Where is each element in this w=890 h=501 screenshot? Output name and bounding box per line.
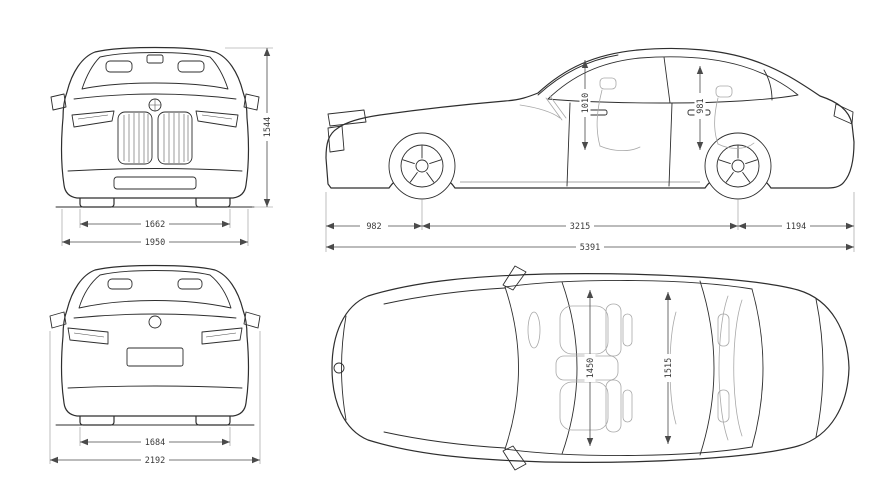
side-front-wheel-spokes <box>402 145 442 183</box>
rear-seat-headrest <box>715 85 733 98</box>
dim-front-headroom-label: 1010 <box>581 93 591 113</box>
rear-left-taillight-detail <box>73 332 105 338</box>
front-right-headrest <box>177 60 205 73</box>
side-rear-wheel <box>704 132 772 200</box>
top-interior-ghost <box>527 295 743 441</box>
front-left-headrest <box>105 60 133 73</box>
dim-wheelbase-label: 3215 <box>570 222 590 232</box>
front-seat-back <box>596 89 603 147</box>
dim-front-height-label: 1544 <box>263 117 273 137</box>
dim-cabin-front-width-label: 1450 <box>586 358 596 378</box>
kidney-grille-left <box>117 111 153 165</box>
passenger-seat-top <box>559 379 633 433</box>
rear-right-taillight-detail <box>205 332 237 338</box>
rear-brand-roundel-icon <box>148 315 162 329</box>
front-right-mirror <box>243 93 260 111</box>
top-left-mirror <box>502 265 527 291</box>
front-rearview-mirror <box>146 54 164 64</box>
top-hood-crease-lower <box>383 431 506 449</box>
side-taillight <box>833 103 854 125</box>
rear-right-headrest <box>177 278 203 290</box>
steering-wheel-top <box>527 311 541 349</box>
front-right-headlight <box>195 110 239 128</box>
rear-left-headrest <box>107 278 133 290</box>
front-left-headlight <box>71 110 115 128</box>
top-view: 1450 1515 <box>331 265 850 471</box>
top-front-fascia-line <box>341 315 347 421</box>
dim-rear-track: 1684 <box>79 427 231 448</box>
front-lower-intake <box>113 176 197 190</box>
dim-rear-width-mirrors: 2192 <box>49 331 261 466</box>
dim-rear-headroom-label: 981 <box>696 98 706 113</box>
dim-length-label: 5391 <box>580 243 600 253</box>
front-windshield <box>81 52 229 90</box>
side-a-pillar-line <box>537 54 619 96</box>
side-view: 1010 981 982 3215 1194 5391 <box>325 47 855 253</box>
top-brand-roundel-icon <box>333 362 345 374</box>
top-right-mirror <box>502 445 527 471</box>
dim-front-overhang-label: 982 <box>366 222 381 232</box>
dashboard-line <box>519 104 561 119</box>
dim-overhangs-wheelbase: 982 3215 1194 <box>325 192 855 252</box>
top-windshield-top <box>561 281 578 455</box>
front-body-outline <box>61 46 249 199</box>
driver-seat-top <box>559 303 633 357</box>
dim-rear-headroom: 981 <box>694 66 706 150</box>
side-rear-door-seam <box>668 102 673 187</box>
front-seat-cushion <box>599 145 641 152</box>
front-left-mirror <box>50 93 67 111</box>
rear-right-taillight <box>201 327 243 345</box>
front-seat-headrest <box>599 77 617 90</box>
rear-left-taillight <box>67 327 109 345</box>
rear-body-outline <box>61 264 249 417</box>
front-hood-crease <box>73 93 237 100</box>
side-interior-ghost <box>519 77 755 152</box>
side-headlight <box>327 109 367 127</box>
steering-wheel-side <box>545 95 567 121</box>
side-front-door-seam <box>566 102 571 187</box>
side-b-pillar <box>663 56 671 104</box>
dim-front-track: 1662 <box>79 209 231 230</box>
top-greenhouse-lower-edge <box>504 446 753 456</box>
dim-cabin-rear-width-label: 1515 <box>664 358 674 378</box>
dim-front-width: 1950 <box>61 209 249 248</box>
rear-left-mirror <box>49 311 67 329</box>
license-plate <box>126 347 184 367</box>
dim-rear-width-label: 2192 <box>145 456 165 466</box>
dim-rear-track-label: 1684 <box>145 438 165 448</box>
kidney-grille-right <box>157 111 193 165</box>
top-greenhouse-upper-edge <box>504 280 753 290</box>
rear-window <box>78 270 232 309</box>
brand-roundel-cross <box>149 99 161 111</box>
rear-right-mirror <box>243 311 261 329</box>
side-c-pillar-line <box>763 69 773 101</box>
side-front-wheel <box>388 132 456 200</box>
top-hood-crease-upper <box>383 287 506 305</box>
front-right-headlight-detail <box>201 114 233 120</box>
rear-seat-cushion <box>717 142 755 149</box>
dim-cabin-front-width: 1450 <box>584 290 596 446</box>
front-left-headlight-detail <box>77 114 109 120</box>
dim-front-width-label: 1950 <box>145 238 165 248</box>
side-glasshouse <box>547 56 799 104</box>
kidney-grille-slats <box>123 113 189 163</box>
top-rear-window-top <box>699 280 715 456</box>
dim-cabin-rear-width: 1515 <box>662 292 674 444</box>
front-view: 1544 1662 1950 <box>50 46 273 248</box>
top-trunk-crease <box>815 298 824 438</box>
rear-bumper-crease <box>67 385 243 389</box>
rear-seat-back <box>714 97 719 145</box>
dim-rear-overhang-label: 1194 <box>786 222 806 232</box>
dim-front-height: 1544 <box>225 47 273 208</box>
top-rear-window-base <box>751 288 764 448</box>
dim-overall-length: 5391 <box>326 241 854 253</box>
trunk-crease-line <box>73 313 237 319</box>
dim-front-track-label: 1662 <box>145 220 165 230</box>
side-kidney-grille <box>327 125 345 153</box>
rear-view: 1684 2192 <box>49 264 261 466</box>
top-windshield-base <box>504 286 519 450</box>
dim-front-headroom: 1010 <box>579 60 591 150</box>
front-bumper-crease <box>67 168 243 172</box>
